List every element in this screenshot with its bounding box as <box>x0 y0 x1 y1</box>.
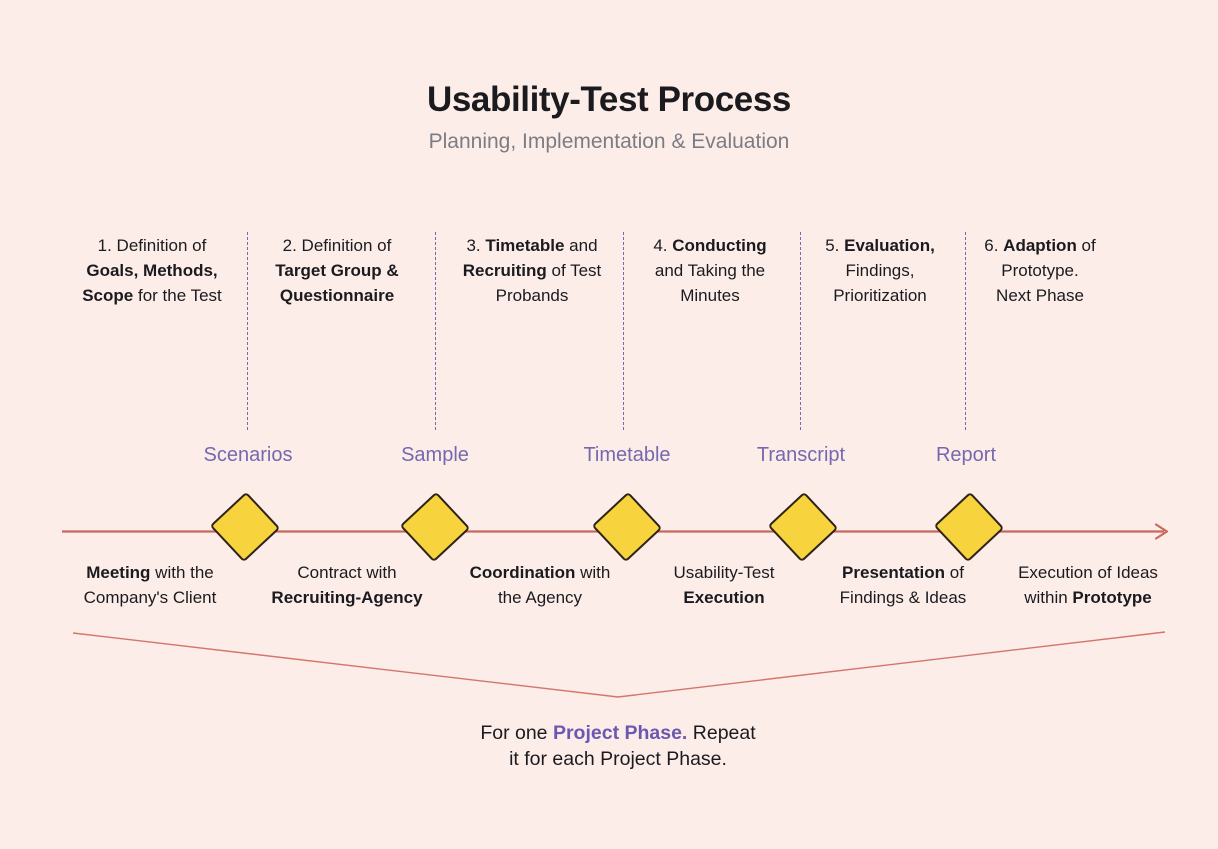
timeline-arrowhead-icon <box>1154 523 1169 540</box>
milestone-label: Sample <box>401 444 469 466</box>
diagram-header: Usability-Test Process Planning, Impleme… <box>0 80 1218 154</box>
dashed-separator <box>800 232 801 430</box>
dashed-separator <box>435 232 436 430</box>
dashed-separator <box>247 232 248 430</box>
phase-bracket-line <box>72 631 1166 698</box>
milestone-label: Transcript <box>756 444 846 466</box>
milestone-label: Scenarios <box>203 444 293 466</box>
milestone-label: Report <box>935 444 997 466</box>
milestone-label: Timetable <box>583 444 671 466</box>
diamond-milestone-icon <box>209 491 281 563</box>
page-subtitle: Planning, Implementation & Evaluation <box>428 130 790 153</box>
diamond-milestone-icon <box>399 491 471 563</box>
diamond-milestone-icon <box>767 491 839 563</box>
dashed-separator <box>965 232 966 430</box>
page-title: Usability-Test Process <box>426 80 792 119</box>
diamond-milestone-icon <box>933 491 1005 563</box>
diamond-milestone-icon <box>591 491 663 563</box>
phase-description: 5. Evaluation,Findings,Prioritization <box>825 236 935 305</box>
dashed-separator <box>623 232 624 430</box>
